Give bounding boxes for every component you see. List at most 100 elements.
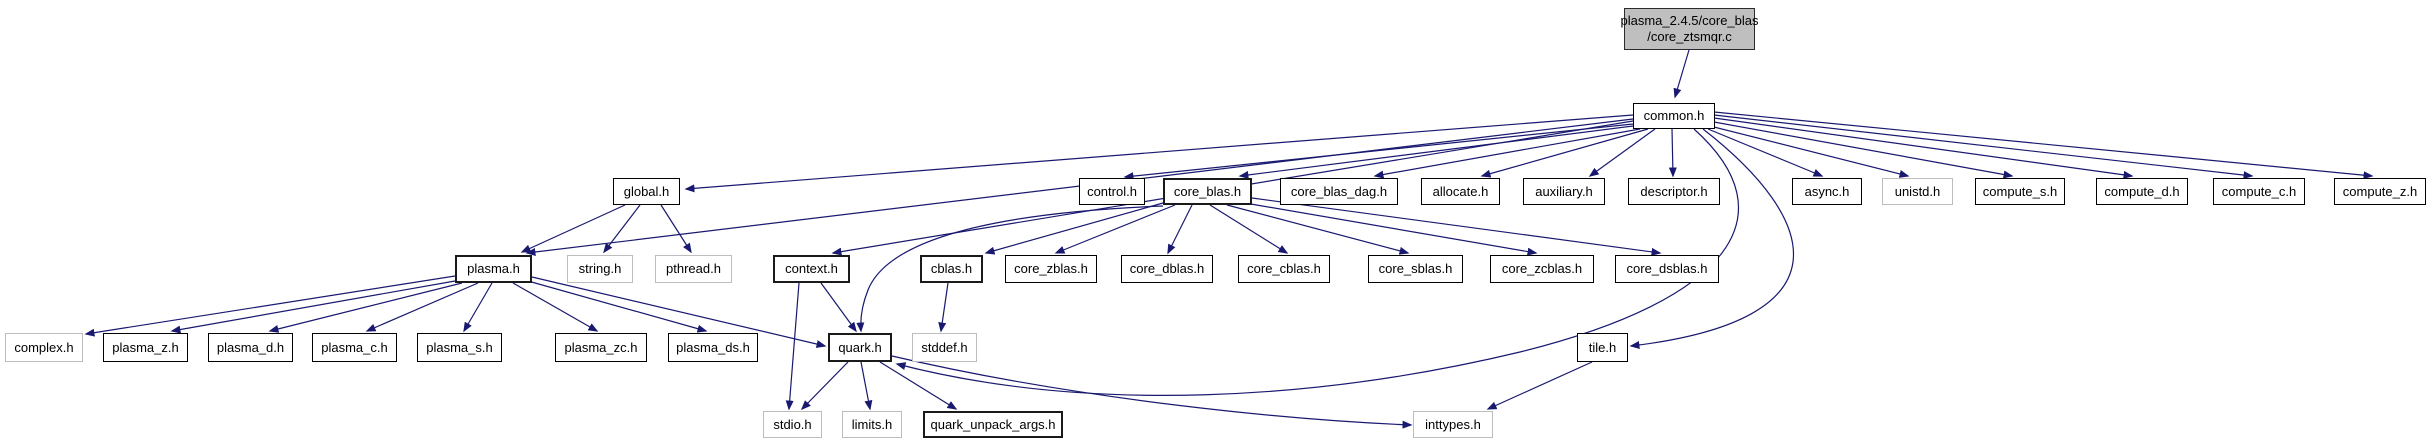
node-core_blas[interactable]: core_blas.h xyxy=(1163,178,1252,205)
node-cblas[interactable]: cblas.h xyxy=(920,255,983,283)
node-label-compute_s: compute_s.h xyxy=(1982,183,2058,199)
edge-global-string xyxy=(603,204,641,254)
node-label-limits: limits.h xyxy=(851,416,893,432)
edge-context-stdio xyxy=(785,282,800,411)
edge-core_blas-core_zcblas xyxy=(1244,202,1538,256)
node-compute_c[interactable]: compute_c.h xyxy=(2213,178,2305,205)
node-auxiliary[interactable]: auxiliary.h xyxy=(1523,178,1605,205)
edge-common-core_blas xyxy=(1238,125,1634,179)
node-async[interactable]: async.h xyxy=(1792,178,1862,205)
node-label-core_ztsmqr: plasma_2.4.5/core_blas /core_ztsmqr.c xyxy=(1620,13,1759,44)
node-label-inttypes: inttypes.h xyxy=(1425,416,1481,432)
node-label-compute_z: compute_z.h xyxy=(2342,183,2418,199)
edge-common-core_blas_dag xyxy=(1373,128,1641,179)
node-label-tile: tile.h xyxy=(1588,339,1617,355)
node-label-common: common.h xyxy=(1643,108,1705,124)
node-label-plasma_d: plasma_d.h xyxy=(216,339,285,355)
node-stdio: stdio.h xyxy=(763,411,822,438)
edge-plasma-plasma_d xyxy=(268,282,463,333)
node-label-core_blas: core_blas.h xyxy=(1173,183,1242,199)
edge-common-async xyxy=(1707,128,1824,177)
node-label-core_zcblas: core_zcblas.h xyxy=(1501,261,1583,277)
node-context[interactable]: context.h xyxy=(773,255,850,283)
node-plasma_ds[interactable]: plasma_ds.h xyxy=(668,333,758,362)
node-label-auxiliary: auxiliary.h xyxy=(1535,183,1593,199)
edge-common-unistd xyxy=(1713,126,1910,178)
edge-common-compute_c xyxy=(1713,114,2254,180)
node-descriptor[interactable]: descriptor.h xyxy=(1628,178,1720,205)
node-label-quark: quark.h xyxy=(838,339,882,355)
node-label-allocate: allocate.h xyxy=(1432,183,1489,199)
node-compute_z[interactable]: compute_z.h xyxy=(2334,178,2426,205)
edge-plasma-quark xyxy=(531,276,827,348)
node-label-plasma_c: plasma_c.h xyxy=(321,339,388,355)
node-compute_d[interactable]: compute_d.h xyxy=(2096,178,2188,205)
node-label-core_sblas: core_sblas.h xyxy=(1378,261,1453,277)
edge-core_blas-core_zblas xyxy=(1054,204,1176,254)
node-plasma[interactable]: plasma.h xyxy=(455,255,532,283)
node-label-string: string.h xyxy=(578,261,622,277)
node-compute_s[interactable]: compute_s.h xyxy=(1975,178,2065,205)
node-label-core_dblas: core_dblas.h xyxy=(1129,261,1205,277)
edge-common-control xyxy=(1123,123,1634,181)
node-label-descriptor: descriptor.h xyxy=(1640,183,1708,199)
node-label-plasma_ds: plasma_ds.h xyxy=(676,339,750,355)
node-stddef: stddef.h xyxy=(912,333,977,362)
node-plasma_d[interactable]: plasma_d.h xyxy=(208,333,293,362)
edge-core_blas-core_dblas xyxy=(1167,204,1193,255)
node-core_zblas[interactable]: core_zblas.h xyxy=(1005,255,1097,283)
edge-plasma-plasma_c xyxy=(365,282,479,332)
edge-plasma-plasma_zc xyxy=(512,282,599,332)
edge-global-pthread xyxy=(660,204,692,254)
edge-core_blas-core_cblas xyxy=(1209,204,1289,254)
node-allocate[interactable]: allocate.h xyxy=(1421,178,1500,205)
node-limits: limits.h xyxy=(842,411,902,438)
node-string: string.h xyxy=(567,255,633,283)
node-label-async: async.h xyxy=(1804,183,1850,199)
node-global[interactable]: global.h xyxy=(613,178,680,205)
edge-context-quark xyxy=(820,282,857,333)
edge-quark-quark_unpack_args xyxy=(879,361,958,410)
node-core_dblas[interactable]: core_dblas.h xyxy=(1121,255,1213,283)
edge-common-allocate xyxy=(1480,128,1649,178)
edge-plasma-plasma_ds xyxy=(527,280,708,333)
edge-common-auxiliary xyxy=(1588,128,1656,177)
edge-core_blas-core_dsblas xyxy=(1251,197,1662,256)
node-core_cblas[interactable]: core_cblas.h xyxy=(1238,255,1330,283)
node-plasma_s[interactable]: plasma_s.h xyxy=(417,333,502,362)
node-control[interactable]: control.h xyxy=(1079,178,1145,205)
node-label-core_zblas: core_zblas.h xyxy=(1014,261,1088,277)
node-plasma_zc[interactable]: plasma_zc.h xyxy=(555,333,647,362)
node-label-plasma: plasma.h xyxy=(467,261,520,277)
edge-common-descriptor xyxy=(1668,128,1677,178)
node-core_sblas[interactable]: core_sblas.h xyxy=(1368,255,1463,283)
node-plasma_z[interactable]: plasma_z.h xyxy=(103,333,188,362)
edge-core_blas-cblas xyxy=(984,202,1164,255)
node-tile[interactable]: tile.h xyxy=(1577,333,1628,362)
node-core_blas_dag[interactable]: core_blas_dag.h xyxy=(1280,178,1398,205)
node-label-core_blas_dag: core_blas_dag.h xyxy=(1290,183,1388,199)
node-quark_unpack_args[interactable]: quark_unpack_args.h xyxy=(923,411,1063,438)
edge-core_ztsmqr-common xyxy=(1673,49,1690,99)
node-plasma_c[interactable]: plasma_c.h xyxy=(312,333,397,362)
node-label-plasma_z: plasma_z.h xyxy=(112,339,179,355)
node-label-stddef: stddef.h xyxy=(921,339,968,355)
edge-plasma-complex xyxy=(84,275,456,337)
node-label-compute_d: compute_d.h xyxy=(2104,183,2180,199)
node-label-stdio: stdio.h xyxy=(773,416,812,432)
edge-plasma-plasma_s xyxy=(463,282,493,333)
node-label-plasma_zc: plasma_zc.h xyxy=(564,339,638,355)
edge-quark-inttypes xyxy=(891,355,1413,429)
node-quark[interactable]: quark.h xyxy=(828,333,892,362)
edge-common-compute_s xyxy=(1713,121,2014,179)
node-label-global: global.h xyxy=(623,183,670,199)
edge-quark-limits xyxy=(860,361,873,411)
node-core_zcblas[interactable]: core_zcblas.h xyxy=(1490,255,1594,283)
node-core_dsblas[interactable]: core_dsblas.h xyxy=(1615,255,1719,283)
node-common[interactable]: common.h xyxy=(1633,103,1715,129)
node-label-complex: complex.h xyxy=(14,339,74,355)
node-label-context: context.h xyxy=(785,261,838,277)
edge-common-compute_d xyxy=(1713,117,2134,179)
node-inttypes: inttypes.h xyxy=(1413,411,1493,438)
